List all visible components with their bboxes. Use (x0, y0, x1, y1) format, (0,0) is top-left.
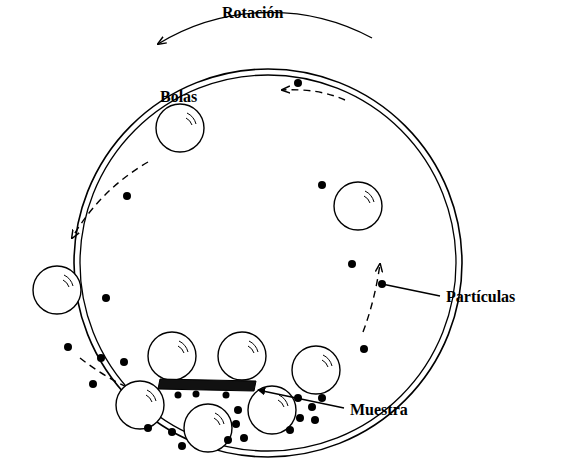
sample-plate (158, 379, 256, 391)
balls (33, 104, 382, 452)
particles (64, 79, 368, 450)
particles-leader (382, 284, 440, 296)
jar-inner-wall (80, 75, 456, 451)
sample-leader (258, 390, 344, 408)
rotation-label: Rotación (222, 4, 283, 22)
balls-label: Bolas (160, 88, 197, 106)
ball-highlights (63, 113, 374, 425)
sample-label: Muestra (350, 401, 408, 419)
jar-outer-wall (74, 69, 462, 457)
motion-arrows (72, 90, 380, 394)
particles-label: Partículas (446, 288, 515, 306)
particles-leader-dot (378, 280, 386, 288)
